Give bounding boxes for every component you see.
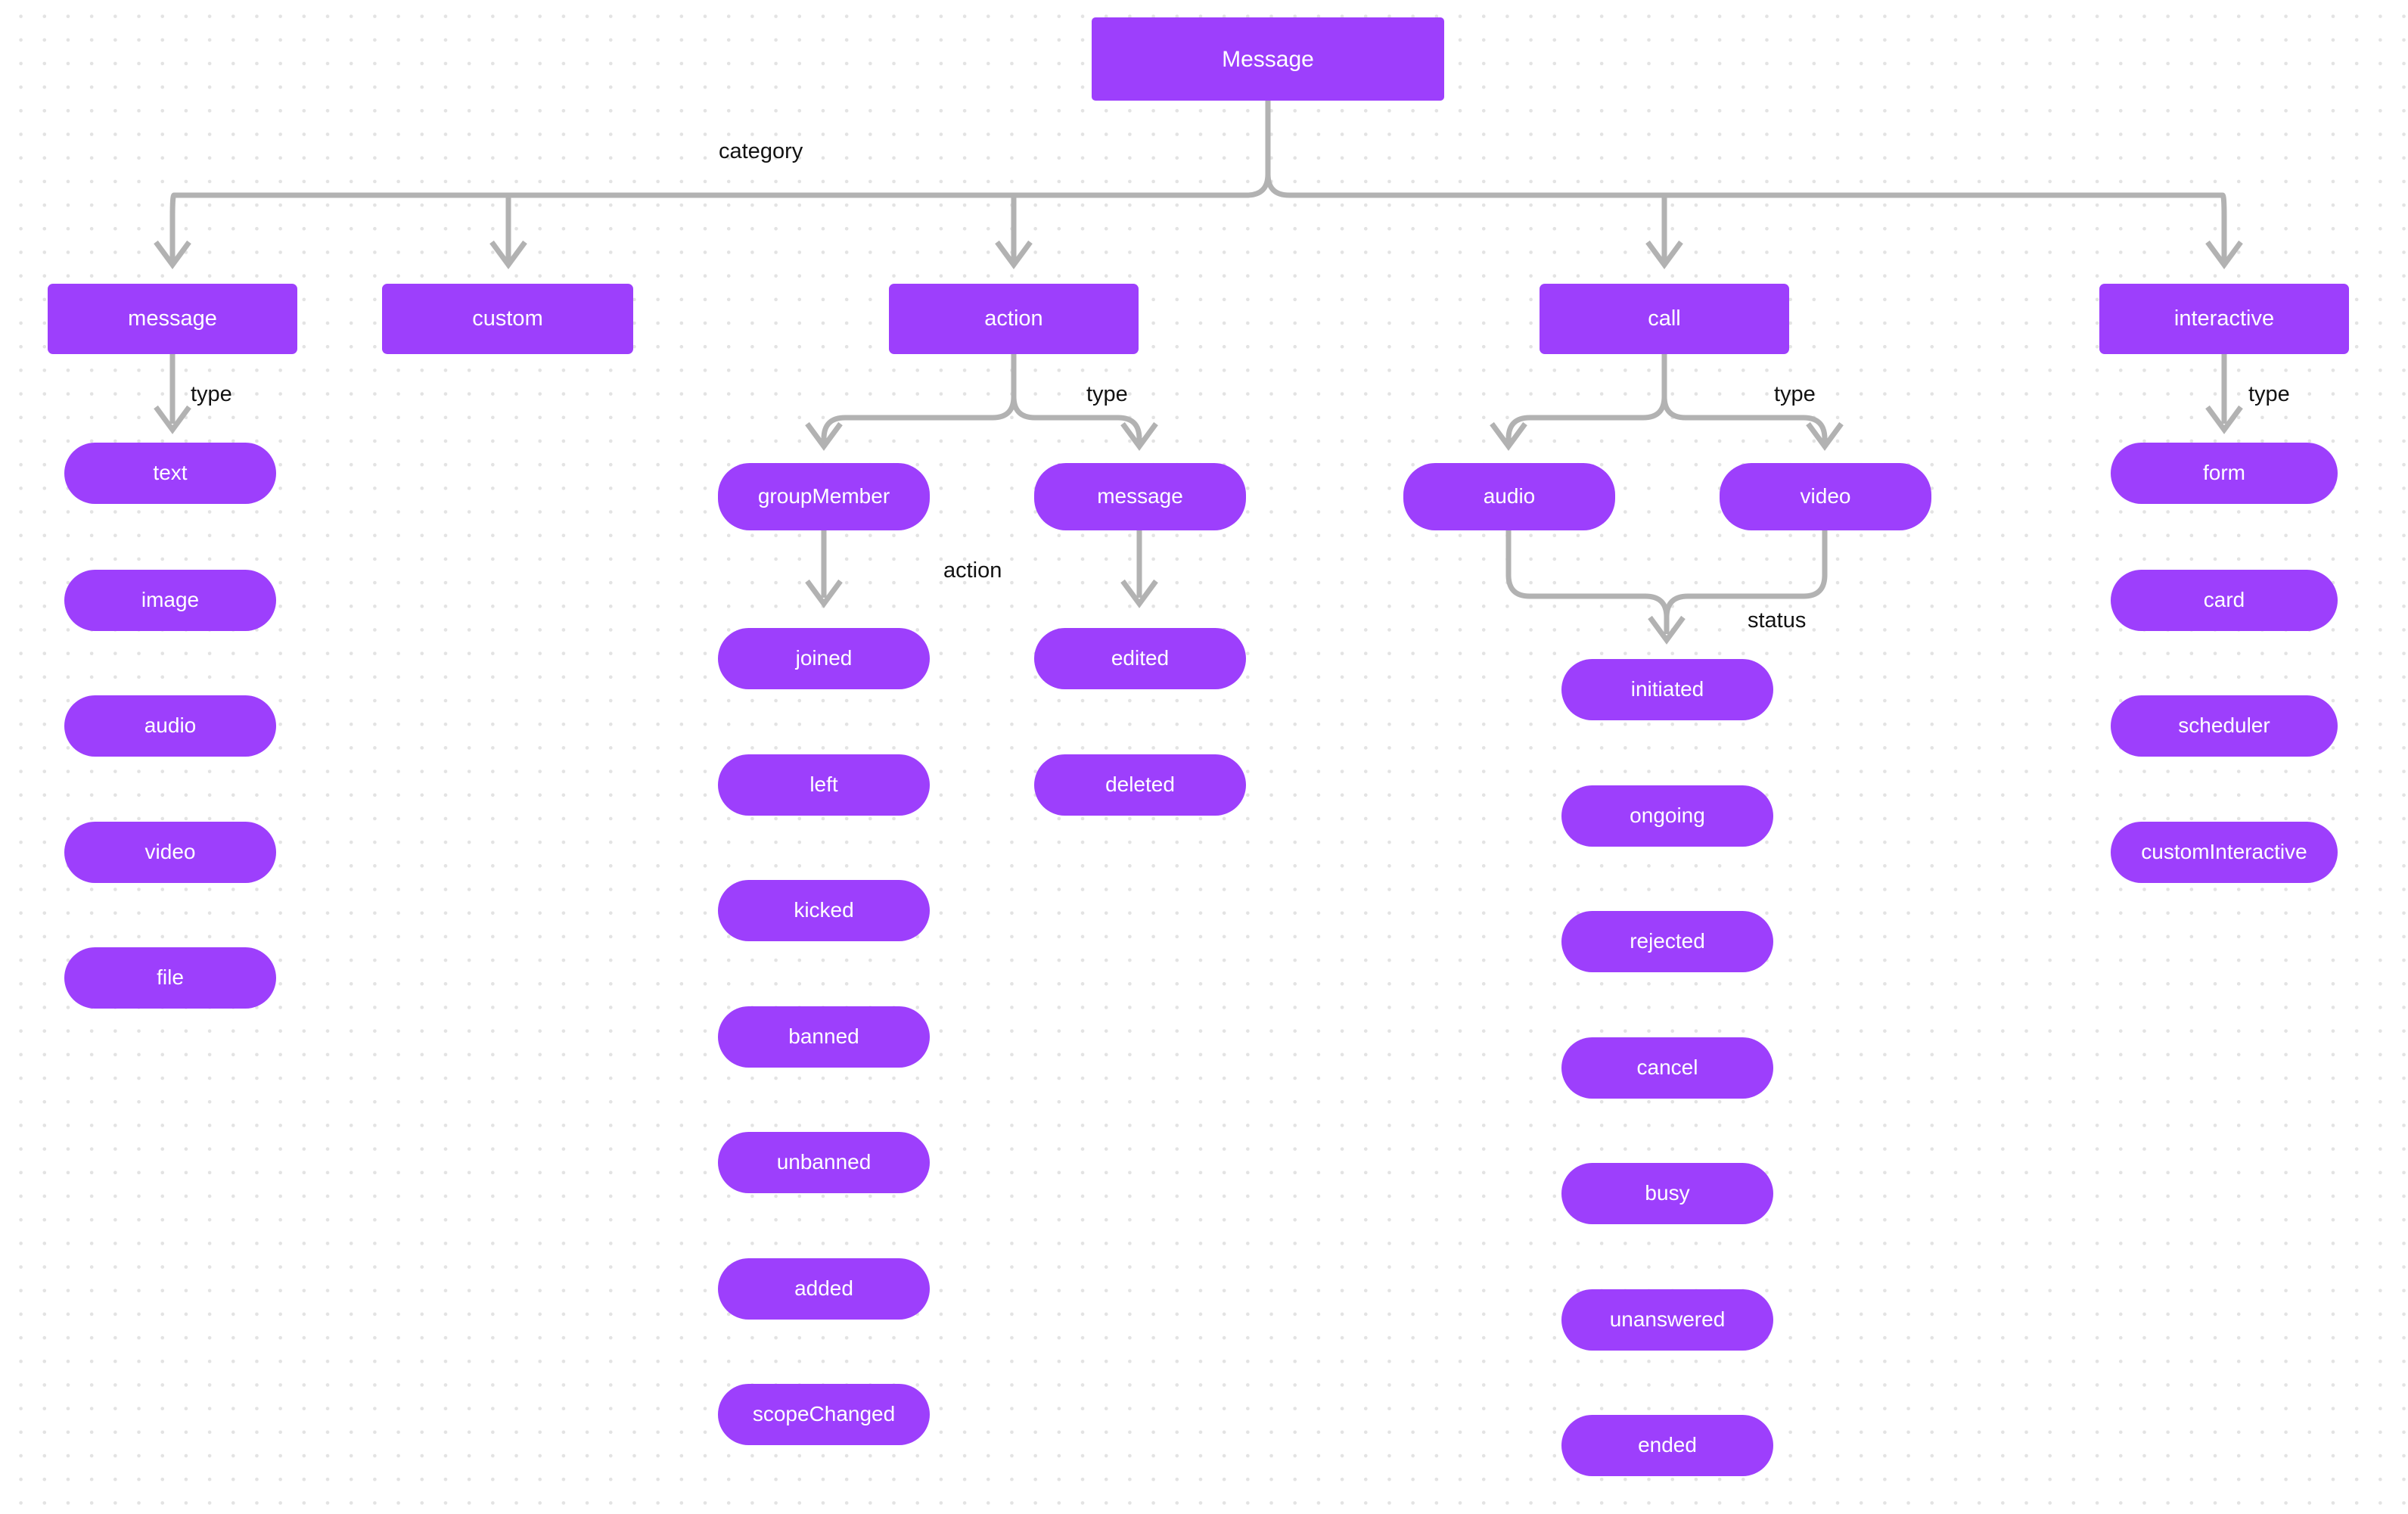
arrow-category-call [1645,240,1683,269]
node-root-message[interactable]: Message [1092,17,1444,101]
node-label: rejected [1630,929,1705,953]
node-label: initiated [1630,677,1704,701]
node-label: ongoing [1630,804,1705,828]
node-label: scopeChanged [752,1402,896,1426]
edge-label-category: category [719,139,803,163]
node-label: file [157,965,184,990]
arrow-call-audio [1490,421,1527,451]
node-groupmember-action-left[interactable]: left [718,754,930,816]
node-label: text [153,461,188,485]
arrow-message-text [154,405,191,434]
node-message-type-audio[interactable]: audio [64,695,276,757]
node-category-custom[interactable]: custom [382,284,633,354]
node-label: left [809,773,838,797]
node-groupmember-action-banned[interactable]: banned [718,1006,930,1068]
node-label: edited [1111,646,1170,670]
node-groupmember-action-unbanned[interactable]: unbanned [718,1132,930,1193]
node-interactive-type-scheduler[interactable]: scheduler [2111,695,2338,757]
node-label: action [984,306,1043,331]
node-action-type-message[interactable]: message [1034,463,1246,530]
node-label: form [2203,461,2245,485]
node-call-status-cancel[interactable]: cancel [1561,1037,1773,1099]
node-groupmember-action-scopechanged[interactable]: scopeChanged [718,1384,930,1445]
node-message-type-text[interactable]: text [64,443,276,504]
arrow-category-custom [489,240,527,269]
node-label: video [144,840,196,864]
node-category-call[interactable]: call [1540,284,1789,354]
node-label: card [2203,588,2245,612]
edge-label-interactive-type: type [2248,382,2290,406]
node-label: busy [1645,1181,1690,1205]
node-label: cancel [1636,1055,1698,1080]
node-message-type-file[interactable]: file [64,947,276,1009]
arrow-call-video [1806,421,1844,451]
node-label: custom [472,306,543,331]
node-label: kicked [794,898,854,922]
node-interactive-type-form[interactable]: form [2111,443,2338,504]
node-label: joined [795,646,853,670]
node-action-type-groupmember[interactable]: groupMember [718,463,930,530]
edge-audio-initiated [1505,530,1670,634]
node-groupmember-action-kicked[interactable]: kicked [718,880,930,941]
node-call-type-audio[interactable]: audio [1403,463,1615,530]
node-label: unanswered [1609,1307,1726,1332]
node-label: image [141,588,200,612]
node-label: message [128,306,217,331]
node-message-type-video[interactable]: video [64,822,276,883]
arrow-category-message [154,240,191,269]
node-call-type-video[interactable]: video [1720,463,1931,530]
arrow-interactive-form [2205,405,2243,434]
node-call-status-unanswered[interactable]: unanswered [1561,1289,1773,1351]
arrow-category-interactive [2205,240,2243,269]
node-groupmember-action-joined[interactable]: joined [718,628,930,689]
arrow-call-status-initiated [1648,615,1686,645]
node-call-status-ongoing[interactable]: ongoing [1561,785,1773,847]
node-label: call [1648,306,1681,331]
edge-root-bus [169,101,1271,260]
arrow-groupmember-joined [805,579,843,608]
node-label: Message [1222,46,1314,72]
node-message-type-image[interactable]: image [64,570,276,631]
node-label: message [1097,484,1183,508]
node-label: ended [1638,1433,1697,1457]
edge-label-message-type: type [191,382,232,406]
edge-label-call-status: status [1748,608,1807,633]
node-label: deleted [1105,773,1175,797]
node-label: unbanned [776,1150,872,1174]
node-label: audio [1483,484,1536,508]
node-label: scheduler [2178,713,2270,738]
node-call-status-busy[interactable]: busy [1561,1163,1773,1224]
arrow-category-action [995,240,1033,269]
node-groupmember-action-added[interactable]: added [718,1258,930,1320]
arrow-message-edited [1120,579,1158,608]
node-label: banned [788,1024,859,1049]
node-message-action-edited[interactable]: edited [1034,628,1246,689]
node-label: added [794,1276,853,1301]
edge-action-groupmember [821,354,1017,443]
node-call-status-ended[interactable]: ended [1561,1415,1773,1476]
node-category-action[interactable]: action [889,284,1139,354]
arrow-action-message [1120,421,1158,451]
node-message-action-deleted[interactable]: deleted [1034,754,1246,816]
edge-label-action-type: type [1086,382,1128,406]
edge-bus-right [1265,173,2227,260]
edge-call-audio [1505,354,1667,443]
edge-label-call-type: type [1774,382,1816,406]
node-category-message[interactable]: message [48,284,297,354]
node-label: interactive [2173,306,2275,331]
edge-label-action-action: action [943,558,1002,583]
arrow-action-groupmember [805,421,843,451]
node-interactive-type-card[interactable]: card [2111,570,2338,631]
node-category-interactive[interactable]: interactive [2099,284,2349,354]
node-label: video [1800,484,1851,508]
node-label: groupMember [757,484,890,508]
node-call-status-rejected[interactable]: rejected [1561,911,1773,972]
node-label: customInteractive [2141,840,2307,864]
node-interactive-type-custominteractive[interactable]: customInteractive [2111,822,2338,883]
node-call-status-initiated[interactable]: initiated [1561,659,1773,720]
node-label: audio [144,713,197,738]
